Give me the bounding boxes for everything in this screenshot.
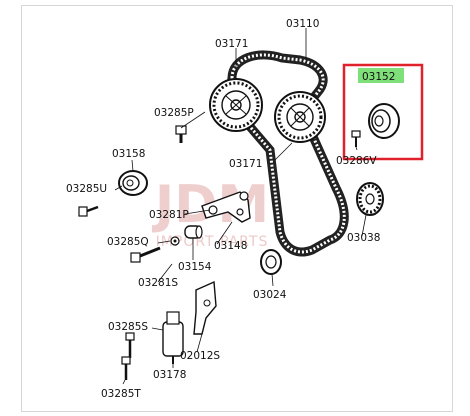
label-03024: 03024	[253, 289, 287, 301]
label-03178: 03178	[153, 369, 186, 381]
leader-lines	[114, 28, 367, 385]
tensioner-arm-03148[interactable]	[201, 191, 251, 223]
tensioner-pulley-03158[interactable]	[118, 170, 148, 196]
svg-text:IMPORT PARTS: IMPORT PARTS	[156, 234, 269, 250]
label-03038: 03038	[347, 232, 380, 244]
label-03158: 03158	[112, 148, 145, 160]
label-03281P: 03281P	[149, 209, 189, 221]
label-03154: 03154	[178, 261, 212, 273]
washer-03281S[interactable]	[170, 236, 180, 246]
label-03285U: 03285U	[66, 183, 107, 195]
bolt-03285P[interactable]	[175, 125, 187, 143]
label-03171-mid: 03171	[229, 158, 262, 170]
label-03110: 03110	[286, 18, 319, 30]
cam-sprocket-mid[interactable]	[274, 91, 326, 143]
belt-guide-03024[interactable]	[260, 249, 282, 275]
part-labels: 03110 03171 03152 03285P 03158 03171 032…	[66, 18, 395, 400]
crank-sprocket-03038[interactable]	[356, 182, 384, 216]
label-03285P: 03285P	[154, 107, 194, 119]
label-03171-top: 03171	[215, 38, 248, 50]
label-02012S: 02012S	[180, 350, 220, 362]
label-03285S: 03285S	[108, 321, 148, 333]
spacer-03154[interactable]	[184, 225, 203, 239]
bolt-03285Q[interactable]	[130, 246, 161, 263]
highlight-box-03152	[342, 63, 424, 161]
label-03285Q: 03285Q	[107, 236, 149, 248]
label-03285T: 03285T	[101, 388, 141, 400]
idler-pulley-03152[interactable]	[368, 103, 400, 139]
bolt-03285U[interactable]	[78, 205, 99, 217]
label-03286V: 03286V	[336, 155, 377, 167]
bolt-03285T[interactable]	[121, 356, 131, 380]
label-03148: 03148	[214, 240, 247, 252]
bolt-03285S[interactable]	[125, 332, 135, 358]
label-03281S: 03281S	[138, 277, 178, 289]
label-03152: 03152	[362, 71, 395, 83]
bolt-03286V[interactable]	[351, 130, 361, 147]
auto-tensioner-03178[interactable]	[162, 311, 184, 364]
bracket-02012S[interactable]	[193, 280, 217, 335]
cam-sprocket-top[interactable]	[209, 78, 263, 132]
